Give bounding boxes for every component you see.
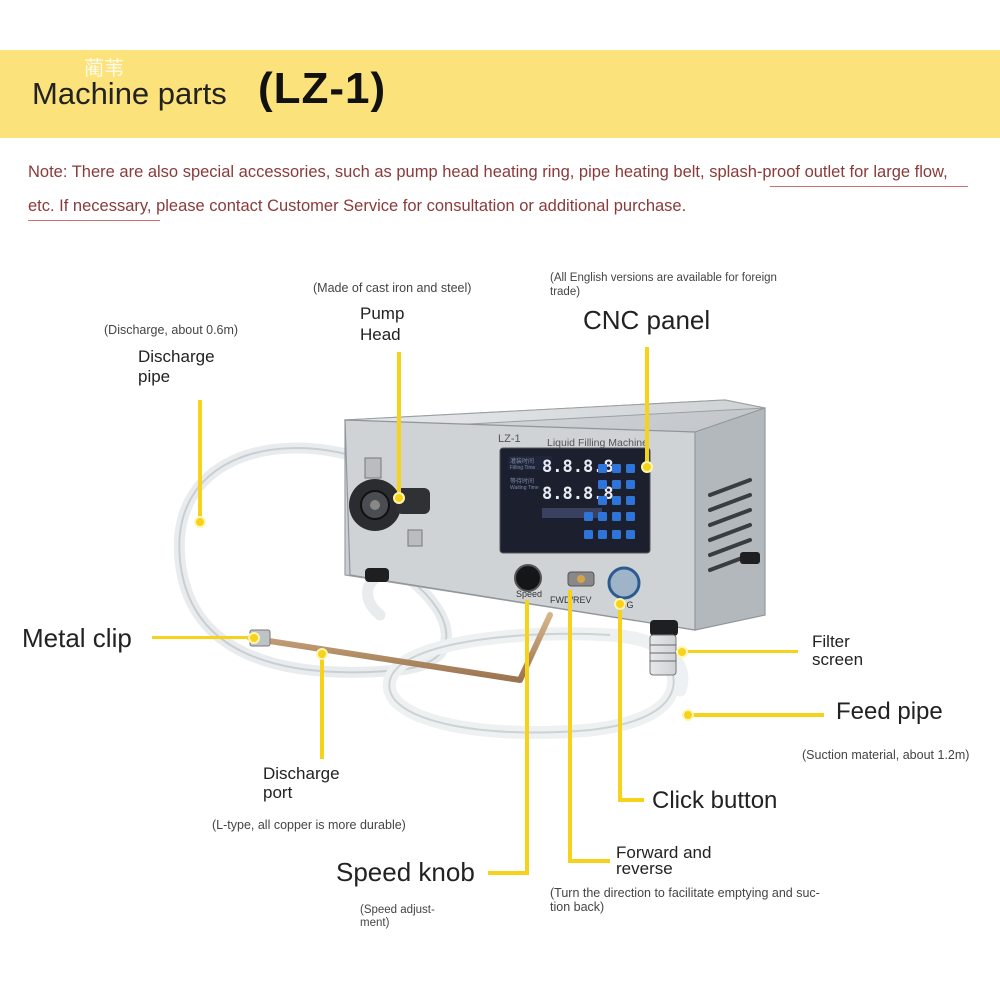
filter-screen-label-1: Filter: [812, 632, 850, 651]
metal-clip-dot: [248, 632, 260, 644]
machine-model-label: LZ-1: [498, 433, 521, 445]
click-button-pointer-v: [618, 605, 622, 801]
cnc-panel-note-1: (All English versions are available for …: [550, 272, 777, 284]
note-underline: [28, 220, 160, 221]
note-underline: [770, 186, 968, 187]
title-banner: [0, 50, 1000, 138]
click-button-label: Click button: [652, 787, 778, 814]
panel-filling-cn: 灌装时间: [510, 457, 534, 465]
filling-machine-illustration: LZ-1 Liquid Filling Machine 灌装时间 Filling…: [173, 399, 766, 740]
cnc-panel-pointer: [645, 347, 649, 467]
discharge-port-note: (L-type, all copper is more durable): [212, 818, 406, 832]
filter-screen-label-2: screen: [812, 650, 864, 669]
jog-button-graphic: [607, 566, 641, 600]
machine-name-label: Liquid Filling Machine: [547, 437, 648, 449]
speed-knob-note-2: ment): [360, 917, 390, 929]
feed-pipe-pointer: [690, 713, 824, 717]
discharge-pipe-pointer: [198, 400, 202, 522]
pump-head-note: (Made of cast iron and steel): [313, 281, 472, 295]
pump-head-dot: [393, 492, 405, 504]
discharge-port-label-2: port: [263, 783, 293, 802]
speed-knob-label: Speed knob: [336, 857, 475, 887]
panel-waiting-en: Waiting Time: [510, 485, 539, 491]
discharge-pipe-dot: [194, 516, 206, 528]
pump-head-label-2: Head: [360, 325, 401, 344]
watermark-text: 蔺苇: [84, 56, 124, 80]
discharge-port-label-1: Discharge: [263, 764, 340, 783]
speed-knob-text: Speed: [516, 589, 542, 599]
filter-screen-dot: [676, 646, 688, 658]
cnc-panel-dot: [641, 461, 653, 473]
accessories-note: Note: There are also special accessories…: [28, 163, 948, 215]
forward-reverse-note-2: tion back): [550, 900, 605, 914]
pump-head-pointer: [397, 352, 401, 498]
panel-waiting-cn: 等待时间: [510, 477, 534, 485]
discharge-port-dot: [316, 648, 328, 660]
speed-knob-graphic: [514, 564, 542, 592]
feed-pipe-label: Feed pipe: [836, 698, 943, 725]
metal-clip-pointer: [152, 636, 252, 639]
forward-reverse-label-1: Forward and: [616, 843, 712, 862]
metal-clip-label: Metal clip: [22, 623, 132, 653]
click-button-pointer-h: [618, 798, 644, 802]
discharge-pipe-note: (Discharge, about 0.6m): [104, 323, 239, 337]
discharge-port-pointer: [320, 655, 324, 759]
pump-head-graphic: [349, 457, 430, 547]
page-title: Machine parts: [32, 76, 227, 111]
speed-knob-note-1: (Speed adjust-: [360, 904, 435, 916]
forward-reverse-note-1: (Turn the direction to facilitate emptyi…: [550, 886, 820, 900]
pump-head-label-1: Pump: [360, 304, 405, 323]
model-title: (LZ-1): [258, 64, 387, 113]
cnc-panel-label: CNC panel: [583, 305, 711, 335]
discharge-pipe-label-1: Discharge: [138, 347, 215, 366]
cnc-panel-note-2: trade): [550, 286, 581, 298]
display-row-2: 8.8.8.8: [542, 484, 614, 504]
panel-filling-en: Filling Time: [510, 465, 536, 471]
feed-pipe-note: (Suction material, about 1.2m): [802, 748, 970, 762]
speed-knob-pointer-v: [525, 600, 529, 874]
filter-screen-graphic: [649, 634, 677, 676]
click-button-dot: [614, 598, 626, 610]
speed-knob-pointer-h: [488, 871, 529, 875]
fwd-rev-pointer-h: [568, 859, 610, 863]
discharge-pipe-label-2: pipe: [138, 367, 171, 386]
forward-reverse-label-2: reverse: [616, 859, 673, 878]
feed-pipe-dot: [682, 709, 694, 721]
cnc-panel-graphic: 灌装时间 Filling Time 等待时间 Waiting Time 8.8.…: [499, 447, 651, 554]
filter-screen-pointer: [684, 650, 798, 653]
display-row-1: 8.8.8.8: [542, 457, 614, 477]
fwd-rev-pointer-v: [568, 590, 572, 862]
